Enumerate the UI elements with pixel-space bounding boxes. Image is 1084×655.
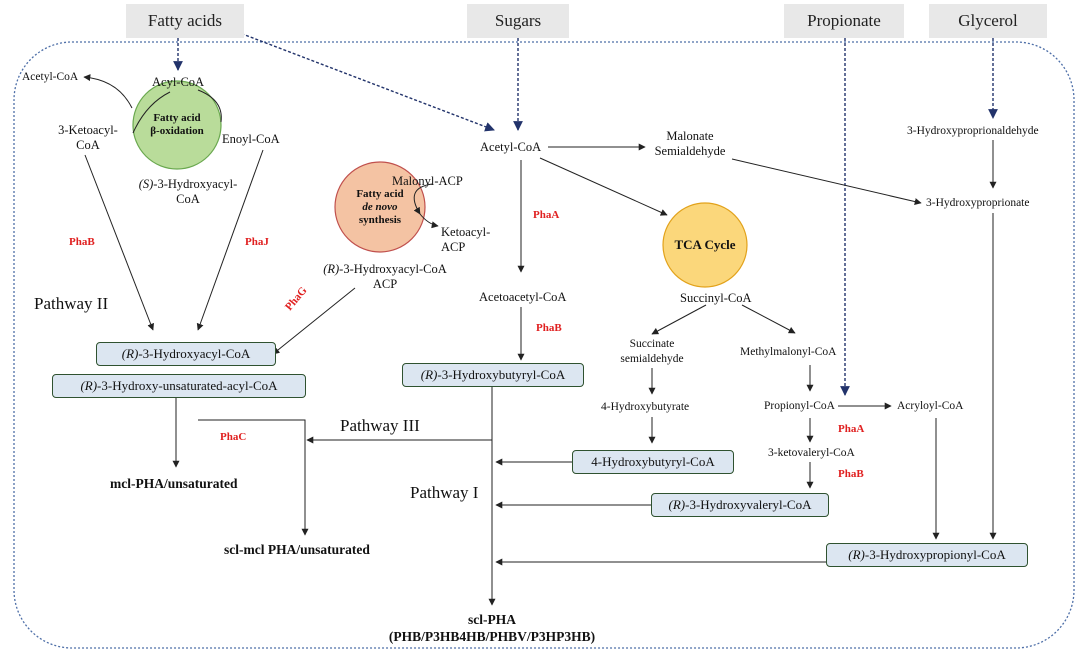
acetyl-coa-left-label: Acetyl-CoA	[22, 71, 79, 83]
tca-cycle-label: TCA Cycle	[674, 237, 736, 252]
hydroxypropionaldehyde-label: 3-Hydroxyproprionaldehyde	[907, 125, 1039, 137]
pathway-ii-label: Pathway II	[34, 294, 109, 313]
scl-pha-product: scl-PHA (PHB/P3HB4HB/PHBV/P3HP3HB)	[388, 612, 596, 644]
hydroxypropionate-label: 3-Hydroxyproprionate	[926, 197, 1030, 209]
s-hydroxyacyl-coa-label: (S)-3-Hydroxyacyl- CoA	[138, 177, 238, 206]
enzyme-phab-center: PhaB	[536, 322, 562, 334]
methylmalonyl-coa-label: Methylmalonyl-CoA	[740, 346, 837, 358]
four-hydroxybutyryl-coa-box: 4-Hydroxybutyryl-CoA	[572, 450, 734, 474]
hydroxybutyrate-label: 4-Hydroxybutyrate	[601, 401, 690, 413]
de-novo-synthesis-circle	[334, 161, 426, 253]
enoyl-coa-label: Enoyl-CoA	[222, 132, 280, 146]
r-hydroxyacyl-coa-box: (R)-3-Hydroxyacyl-CoA	[96, 342, 276, 366]
scl-mcl-pha-product: scl-mcl PHA/unsaturated	[224, 542, 370, 557]
r-hydroxy-unsaturated-acyl-coa-box: (R)-3-Hydroxy-unsaturated-acyl-CoA	[52, 374, 306, 398]
ketoacyl-acp-label: Ketoacyl- ACP	[441, 225, 491, 254]
r-hydroxyvaleryl-coa-box: (R)-3-Hydroxyvaleryl-CoA	[651, 493, 829, 517]
r-hydroxypropionyl-coa-box: (R)-3-Hydroxypropionyl-CoA	[826, 543, 1028, 567]
enzyme-phaa-right: PhaA	[838, 423, 865, 435]
malonate-semialdehyde-label: Malonate Semialdehyde	[654, 129, 726, 158]
beta-oxidation-circle-label: Fatty acid β-oxidation	[150, 112, 204, 137]
ketovaleryl-coa-label: 3-ketovaleryl-CoA	[768, 447, 855, 459]
enzyme-phab-left: PhaB	[69, 236, 95, 248]
acetyl-coa-center-label: Acetyl-CoA	[480, 140, 542, 154]
enzyme-phaj: PhaJ	[245, 236, 269, 248]
succinyl-coa-label: Succinyl-CoA	[680, 291, 752, 305]
source-dashed-arrows	[173, 29, 998, 396]
succinate-semialdehyde-label: Succinate semialdehyde	[620, 338, 684, 365]
source-glycerol: Glycerol	[929, 4, 1047, 38]
reaction-arrows	[83, 74, 997, 606]
r-hydroxyacyl-coa-acp-label: (R)-3-Hydroxyacyl-CoA ACP	[323, 262, 447, 291]
malonyl-acp-label: Malonyl-ACP	[392, 174, 463, 188]
acetoacetyl-coa-label: Acetoacetyl-CoA	[479, 290, 567, 304]
propionyl-coa-label: Propionyl-CoA	[764, 400, 835, 412]
mcl-pha-product: mcl-PHA/unsaturated	[110, 476, 238, 491]
tca-cycle-circle	[662, 202, 748, 288]
pathway-iii-label: Pathway III	[340, 416, 420, 435]
beta-oxidation-circle	[132, 80, 222, 170]
pathway-i-label: Pathway I	[410, 483, 479, 502]
source-fatty-acids: Fatty acids	[126, 4, 244, 38]
enzyme-phaa-center: PhaA	[533, 209, 560, 221]
source-propionate: Propionate	[784, 4, 904, 38]
de-novo-circle-label: Fatty acid de novo synthesis	[356, 188, 404, 226]
r-hydroxybutyryl-coa-box: (R)-3-Hydroxybutyryl-CoA	[402, 363, 584, 387]
enzyme-phac: PhaC	[220, 431, 247, 443]
source-sugars: Sugars	[467, 4, 569, 38]
acryloyl-coa-label: Acryloyl-CoA	[897, 400, 964, 412]
ketoacyl-coa-label: 3-Ketoacyl- CoA	[58, 123, 118, 152]
enzyme-phab-right: PhaB	[838, 468, 864, 480]
acyl-coa-label: Acyl-CoA	[152, 75, 205, 89]
cell-boundary	[13, 41, 1075, 649]
